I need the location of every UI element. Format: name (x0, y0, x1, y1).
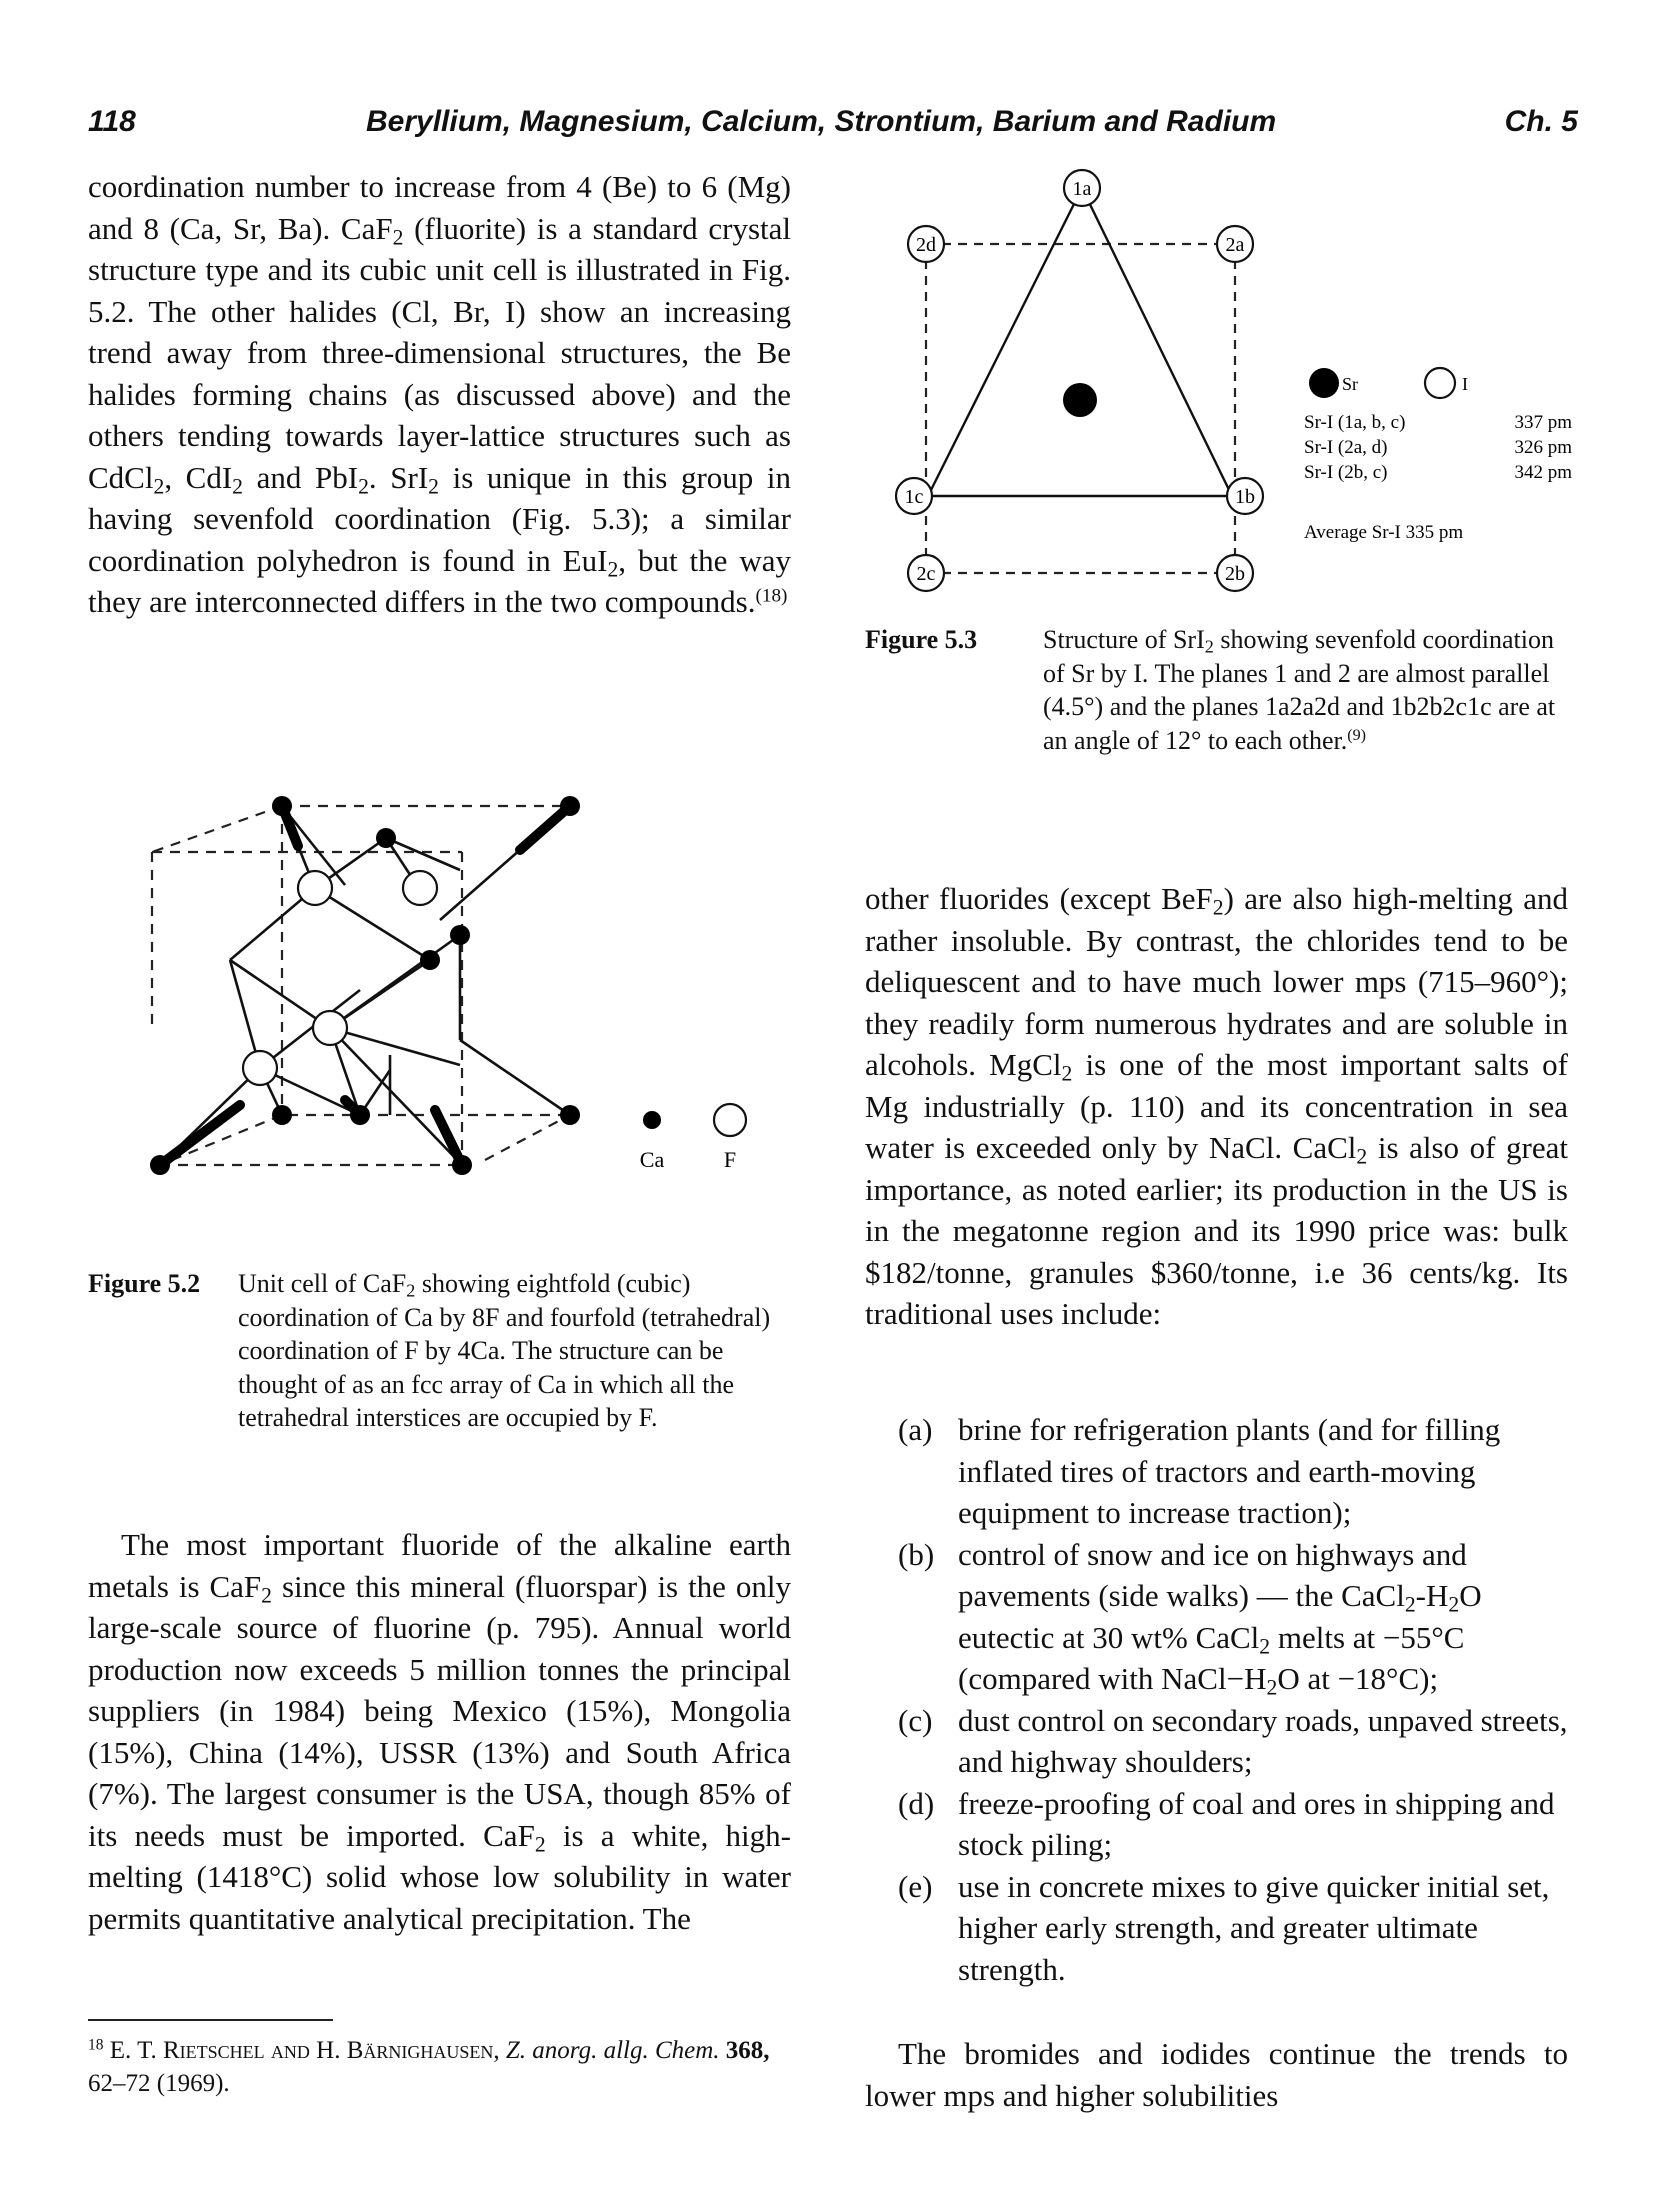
legend-sr: Sr (1342, 374, 1358, 394)
distance-label-2: Sr-I (2a, d) (1304, 437, 1388, 458)
atom-label-1a: 1a (1073, 178, 1092, 200)
figure-5-2-label: Figure 5.2 (88, 1269, 201, 1298)
header-title: Beryllium, Magnesium, Calcium, Strontium… (366, 105, 1277, 138)
distance-value-3: 342 pm (1514, 462, 1572, 483)
distance-value-2: 326 pm (1514, 437, 1572, 458)
atom-label-2a: 2a (1226, 234, 1245, 256)
uses-list: (a)brine for refrigeration plants (and f… (865, 1409, 1568, 1990)
footnote-18: 18 E. T. Rietschel and H. Bärnighausen, … (88, 2036, 770, 2097)
figure-5-2-diagram: Ca F (150, 796, 748, 1175)
atom-label-2b: 2b (1225, 563, 1245, 585)
left-paragraph-1: coordination number to increase from 4 (… (88, 169, 792, 619)
legend-f: F (724, 1147, 736, 1172)
atom-label-2c: 2c (917, 563, 936, 585)
figure-5-3-label: Figure 5.3 (865, 625, 978, 654)
running-header: 118 Beryllium, Magnesium, Calcium, Stron… (88, 105, 1578, 151)
right-paragraph-2: The bromides and iodides continue the tr… (865, 2036, 1568, 2113)
legend-i: I (1462, 374, 1468, 394)
chapter-label: Ch. 5 (1504, 105, 1578, 138)
left-paragraph-2: The most important fluoride of the alkal… (88, 1527, 791, 1936)
atom-label-1c: 1c (905, 486, 924, 508)
distance-value-1: 337 pm (1514, 412, 1572, 433)
list-item: (a)brine for refrigeration plants (and f… (898, 1412, 1501, 1530)
footnote-rule (88, 2019, 333, 2021)
distance-label-1: Sr-I (1a, b, c) (1304, 412, 1405, 433)
legend-ca: Ca (640, 1147, 665, 1172)
average-distance: Average Sr-I 335 pm (1304, 522, 1463, 543)
atom-label-2d: 2d (916, 234, 936, 256)
list-item: (c)dust control on secondary roads, unpa… (898, 1702, 1568, 1780)
list-item: (d)freeze-proofing of coal and ores in s… (898, 1785, 1555, 1863)
reference-18: (18) (755, 585, 788, 607)
list-item: (e)use in concrete mixes to give quicker… (898, 1868, 1550, 1987)
distance-label-3: Sr-I (2b, c) (1304, 462, 1388, 483)
footnote-number: 18 (88, 2036, 104, 2054)
list-item: (b)control of snow and ice on highways a… (898, 1536, 1482, 1700)
right-paragraph-1: other fluorides (except BeF2) are also h… (865, 881, 1569, 1331)
atom-label-1b: 1b (1235, 486, 1255, 508)
page-number: 118 (88, 105, 136, 138)
figure-5-3-diagram: 1a 2d 2a 1c 1b 2c 2b Sr I Sr-I (1a, b, c… (894, 168, 1572, 593)
